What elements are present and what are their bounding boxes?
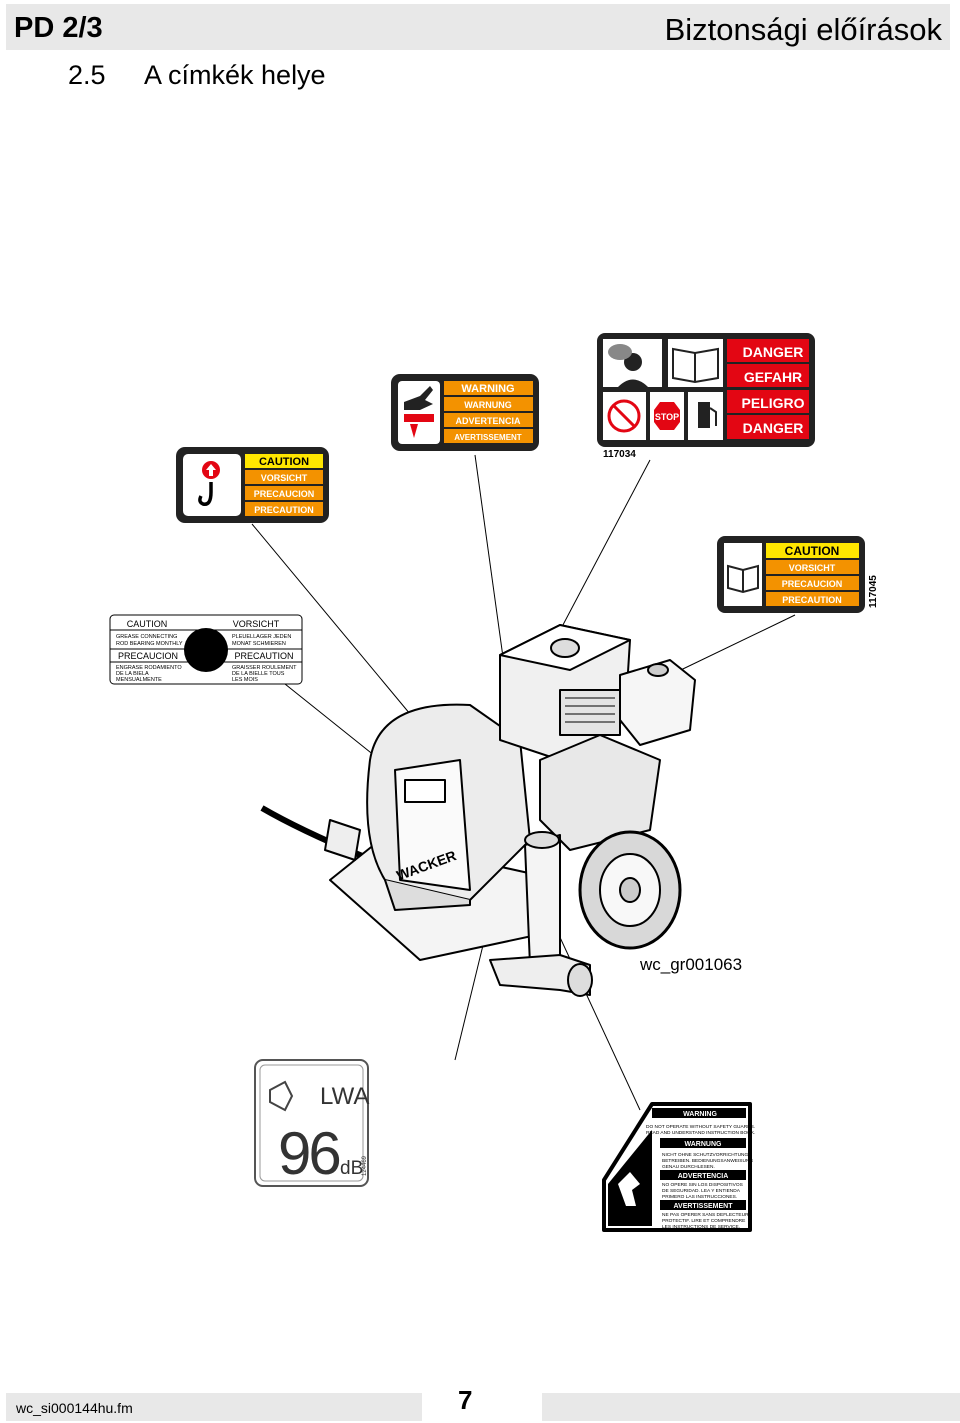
hand-warning-line-4: AVERTISSEMENT xyxy=(454,433,522,442)
grease-caution: CAUTION xyxy=(127,619,168,629)
hand-icon xyxy=(404,386,433,410)
guard-avertissement-text-1: NE PAS OPERER SANS DEFLECTEUR xyxy=(662,1212,749,1218)
caution-book-part-number: 117045 xyxy=(868,575,879,608)
grease-precaution-text-1: GRAISSER ROULEMENT xyxy=(232,665,297,671)
danger-part-number: 117034 xyxy=(603,449,636,460)
guard-avertissement-text-2: PROTECTIF. LIRE ET COMPRENDRE xyxy=(662,1218,745,1224)
grease-label: CAUTION GREASE CONNECTING ROD BEARING MO… xyxy=(109,614,303,685)
caution-book-line-2: VORSICHT xyxy=(789,563,836,573)
pump-machine-drawing: WACKER xyxy=(260,624,696,997)
footer-file-bar: wc_si000144hu.fm xyxy=(6,1393,422,1421)
lifting-line-1: CAUTION xyxy=(259,456,309,468)
fuel-pump-icon xyxy=(698,402,710,428)
grease-vorsicht-text-2: MONAT SCHMIEREN xyxy=(232,641,286,647)
grease-vorsicht-text-1: PLEUELLAGER JEDEN xyxy=(232,634,291,640)
grease-caution-text-1: GREASE CONNECTING xyxy=(116,634,177,640)
caution-book-line-3: PRECAUCION xyxy=(782,579,843,589)
lifting-line-4: PRECAUTION xyxy=(254,505,314,515)
guard-warning-label: WARNING DO NOT OPERATE WITHOUT SAFETY GU… xyxy=(602,1102,755,1232)
caution-book-line-1: CAUTION xyxy=(785,544,840,558)
stop-text: STOP xyxy=(655,412,679,422)
figure-reference: wc_gr001063 xyxy=(639,955,742,974)
grease-precaucion-text-1: ENGRASE RODAMIENTO xyxy=(116,665,182,671)
lifting-line-2: VORSICHT xyxy=(261,473,308,483)
grease-precaucion-text-3: MENSUALMENTE xyxy=(116,677,162,683)
page-number: 7 xyxy=(458,1385,473,1415)
lifting-caution-label: CAUTION VORSICHT PRECAUCION PRECAUTION xyxy=(176,447,329,523)
sound-power-label: LWA 96 dB 124469 xyxy=(254,1059,369,1187)
chapter-title: Biztonsági előírások xyxy=(664,12,942,47)
stop-engine-icon xyxy=(654,402,680,430)
section-heading: 2.5 A címkék helye xyxy=(68,60,326,91)
guard-advertencia-text-1: NO OPERE SIN LOS DISPOSITIVOS xyxy=(662,1182,743,1188)
guard-warnung-text-2: BETREIBEN. BEDIENUNGSANWEISUNG xyxy=(662,1158,753,1164)
grease-caution-text-2: ROD BEARING MONTHLY xyxy=(116,641,183,647)
hand-warning-line-3: ADVERTENCIA xyxy=(455,416,521,426)
grease-precaution: PRECAUTION xyxy=(234,651,293,661)
sound-unit: dB xyxy=(340,1158,363,1179)
hook-icon xyxy=(198,482,213,506)
guard-advertencia-text-3: PRIMERO LAS INSTRUCCIONES. xyxy=(662,1194,737,1200)
danger-line-1: DANGER xyxy=(743,344,804,360)
danger-line-3: PELIGRO xyxy=(741,395,804,411)
grease-point-icon xyxy=(184,628,228,672)
guard-avertissement-text-3: LES INSTRUCTIONS DE SERVICE. xyxy=(662,1224,740,1230)
hand-warning-line-1: WARNING xyxy=(461,383,514,395)
crush-hazard-icon xyxy=(404,414,434,422)
grease-precaucion: PRECAUCION xyxy=(118,651,178,661)
grease-precaution-text-2: DE LA BIELLE TOUS xyxy=(232,671,285,677)
hand-in-guard-icon xyxy=(618,1172,640,1206)
no-fire-icon xyxy=(607,399,641,433)
section-number: 2.5 xyxy=(68,60,106,90)
guard-warnung-text-3: GENAU DURCHLESEN. xyxy=(662,1164,715,1170)
lifting-line-3: PRECAUCION xyxy=(254,489,315,499)
danger-label: STOP DANGER GEFAHR PELIGRO DANGER 117034 xyxy=(597,333,815,460)
guard-warning-text-2: READ AND UNDERSTAND INSTRUCTION BOOK. xyxy=(646,1130,755,1136)
guard-warning: WARNING xyxy=(683,1111,717,1118)
sound-value: 96 xyxy=(278,1120,339,1187)
section-code: PD 2/3 xyxy=(14,12,103,44)
guard-warnung-text-1: NICHT OHNE SCHUTZVORRICHTUNG xyxy=(662,1152,749,1158)
grease-precaucion-text-2: DE LA BIELA xyxy=(116,671,149,677)
sound-part-number: 124469 xyxy=(362,1155,368,1176)
footer-bar-right xyxy=(542,1393,960,1421)
speaker-icon xyxy=(269,1080,294,1112)
guard-advertencia-text-2: DE SEGURIDAD. LEA Y ENTIENDA xyxy=(662,1188,741,1194)
footer-file-name: wc_si000144hu.fm xyxy=(16,1400,133,1416)
guard-warning-text-1: DO NOT OPERATE WITHOUT SAFETY GUARDS. xyxy=(646,1124,755,1130)
section-title: A címkék helye xyxy=(144,60,326,90)
guard-warnung: WARNUNG xyxy=(685,1141,722,1148)
grease-vorsicht: VORSICHT xyxy=(233,619,280,629)
sound-symbol: LWA xyxy=(320,1083,369,1110)
page-header: PD 2/3 Biztonsági előírások xyxy=(6,4,950,50)
hand-warning-line-2: WARNUNG xyxy=(464,400,512,410)
guard-advertencia: ADVERTENCIA xyxy=(678,1173,729,1180)
danger-line-4: DANGER xyxy=(743,420,804,436)
grease-precaution-text-3: LES MOIS xyxy=(232,677,258,683)
caution-book-line-4: PRECAUTION xyxy=(782,595,842,605)
danger-line-2: GEFAHR xyxy=(744,369,802,385)
guard-avertissement: AVERTISSEMENT xyxy=(674,1203,734,1210)
hand-warning-label: WARNING WARNUNG ADVERTENCIA AVERTISSEMEN… xyxy=(391,374,539,451)
caution-book-label: CAUTION VORSICHT PRECAUCION PRECAUTION 1… xyxy=(717,536,879,613)
